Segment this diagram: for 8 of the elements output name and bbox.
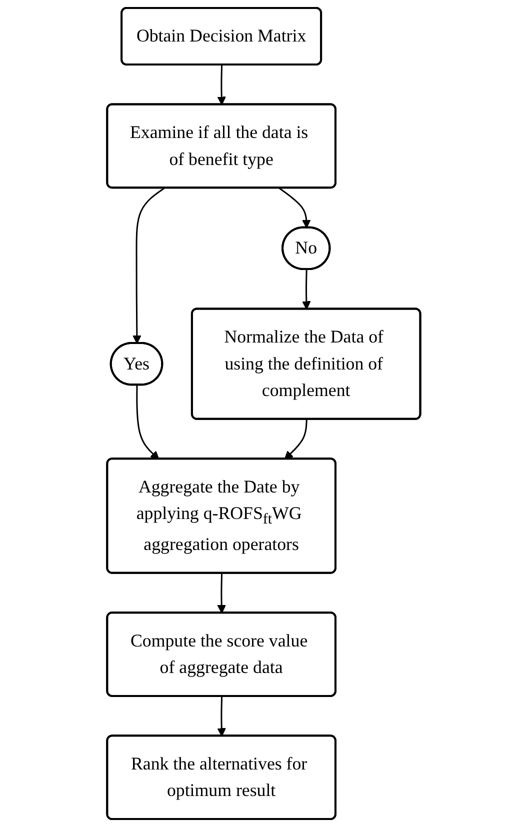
arrow: [217, 573, 226, 614]
arrow: [217, 696, 226, 737]
arrow: [136, 385, 160, 460]
arrow: [302, 270, 311, 310]
arrow: [278, 188, 311, 228]
arrow: [132, 188, 165, 344]
arrow: [284, 419, 308, 460]
arrow: [217, 65, 226, 106]
